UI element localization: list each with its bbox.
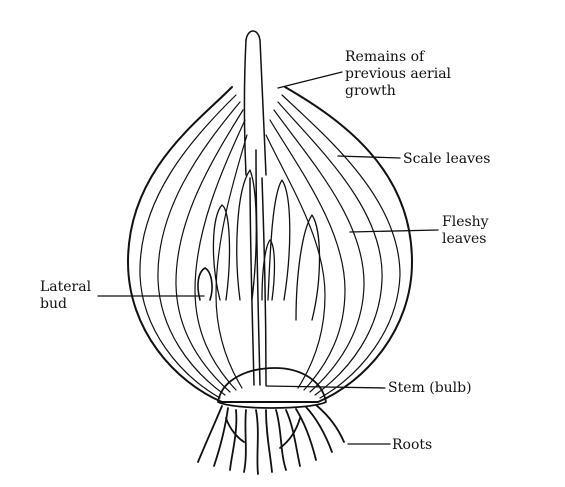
leader-remains (277, 71, 343, 89)
label-roots: Roots (392, 437, 433, 453)
label-lateral-line-2: bud (40, 296, 67, 312)
inner-leaf-lines-right (265, 94, 401, 399)
label-lateral-bud: Lateral bud (40, 279, 91, 313)
central-shoot (243, 30, 267, 386)
label-fleshy-leaves: Fleshy leaves (442, 214, 489, 248)
leader-lines (97, 71, 439, 445)
stem-plate (217, 367, 327, 409)
roots (197, 404, 345, 475)
label-lateral-line-1: Lateral (40, 279, 92, 295)
young-leaves (212, 169, 321, 321)
lateral-bud (197, 267, 213, 301)
bulb-outline (127, 86, 413, 403)
label-remains-line-3: growth (345, 83, 396, 99)
label-remains-line-1: Remains of (345, 49, 425, 65)
label-stem-bulb: Stem (bulb) (388, 380, 472, 396)
label-remains-previous-aerial-growth: Remains of previous aerial growth (345, 49, 451, 100)
label-fleshy-line-1: Fleshy (442, 214, 489, 230)
leader-fleshy-leaves (349, 229, 439, 233)
leader-stem (265, 385, 386, 389)
inner-leaf-lines-left (139, 94, 248, 399)
label-fleshy-line-2: leaves (442, 231, 487, 247)
leader-scale-leaves (337, 155, 401, 159)
label-scale-leaves: Scale leaves (403, 151, 491, 167)
label-remains-line-2: previous aerial (345, 66, 452, 82)
